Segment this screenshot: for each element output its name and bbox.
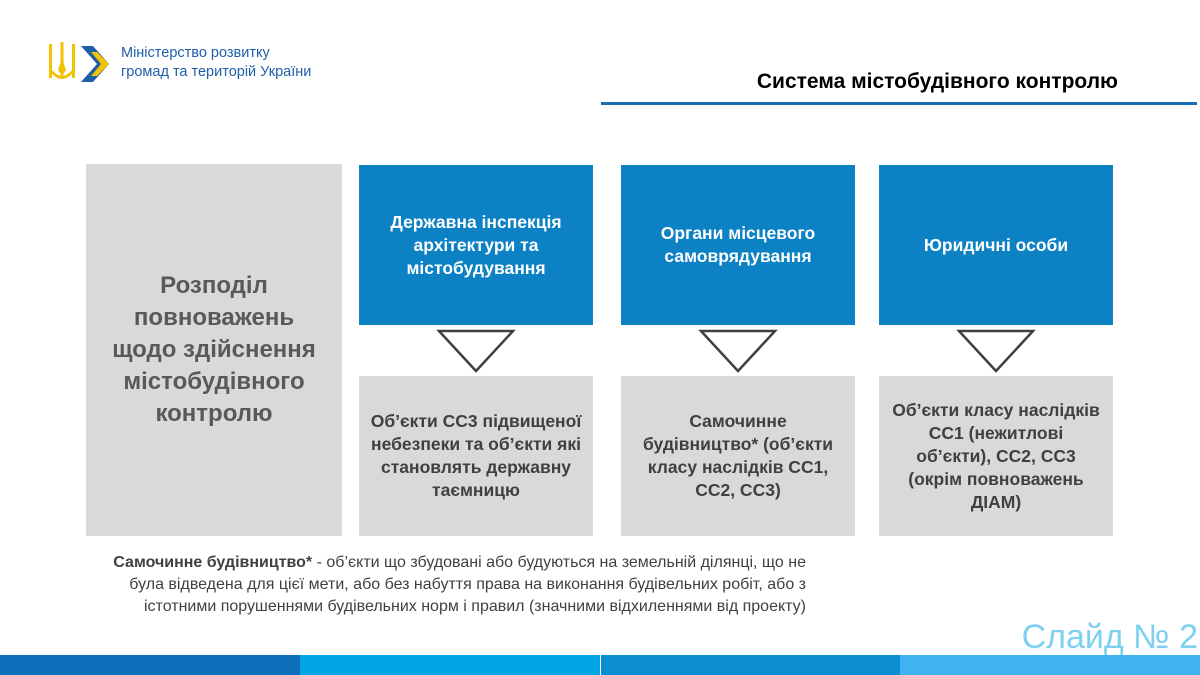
down-triangle-icon bbox=[956, 329, 1036, 373]
footnote-term: Самочинне будівництво* bbox=[113, 554, 313, 571]
slide-title: Система містобудівного контролю bbox=[756, 70, 1118, 93]
footer-bar-1 bbox=[0, 655, 300, 675]
powers-distribution-label: Розподіл повноважень щодо здійснення міс… bbox=[112, 272, 316, 427]
authority-label-local-government: Органи місцевого самоврядування bbox=[660, 223, 816, 266]
ministry-name: Міністерство розвитку громад та територі… bbox=[121, 44, 311, 82]
footnote-definition: - об’єкти що збудовані або будуються на … bbox=[129, 554, 806, 615]
footer-bar-2 bbox=[300, 655, 600, 675]
ministry-logo: Міністерство розвитку громад та територі… bbox=[45, 40, 345, 88]
down-triangle-icon bbox=[698, 329, 778, 373]
authority-box-local-government: Органи місцевого самоврядування bbox=[621, 165, 855, 325]
ministry-name-line2: громад та територій України bbox=[121, 64, 312, 80]
powers-distribution-box: Розподіл повноважень щодо здійснення міс… bbox=[86, 164, 342, 536]
ukraine-trident-icon bbox=[49, 42, 75, 79]
footer-bar-3 bbox=[601, 655, 900, 675]
authority-box-diam: Державна інспекція архітектури та містоб… bbox=[359, 165, 593, 325]
authority-box-legal-entities: Юридичні особи bbox=[879, 165, 1113, 325]
ministry-name-line1: Міністерство розвитку bbox=[121, 45, 270, 61]
authority-label-legal-entities: Юридичні особи bbox=[923, 234, 1069, 255]
footnote: Самочинне будівництво* - об’єкти що збуд… bbox=[100, 552, 806, 618]
objects-label-diam: Об’єкти СС3 підвищеної небезпеки та об’є… bbox=[370, 411, 582, 500]
objects-box-local-government: Самочинне будівництво* (об’єкти класу на… bbox=[621, 376, 855, 536]
slide-number: Слайд № 2 bbox=[1021, 618, 1198, 656]
objects-label-local-government: Самочинне будівництво* (об’єкти класу на… bbox=[642, 411, 834, 500]
objects-box-diam: Об’єкти СС3 підвищеної небезпеки та об’є… bbox=[359, 376, 593, 536]
objects-box-legal-entities: Об’єкти класу наслідків СС1 (нежитлові о… bbox=[879, 376, 1113, 536]
title-underline bbox=[601, 102, 1197, 105]
authority-label-diam: Державна інспекція архітектури та містоб… bbox=[390, 211, 562, 278]
chevron-arrow-icon bbox=[81, 46, 109, 82]
objects-label-legal-entities: Об’єкти класу наслідків СС1 (нежитлові о… bbox=[892, 399, 1100, 512]
down-triangle-icon bbox=[436, 329, 516, 373]
footer-bar-4 bbox=[900, 655, 1200, 675]
